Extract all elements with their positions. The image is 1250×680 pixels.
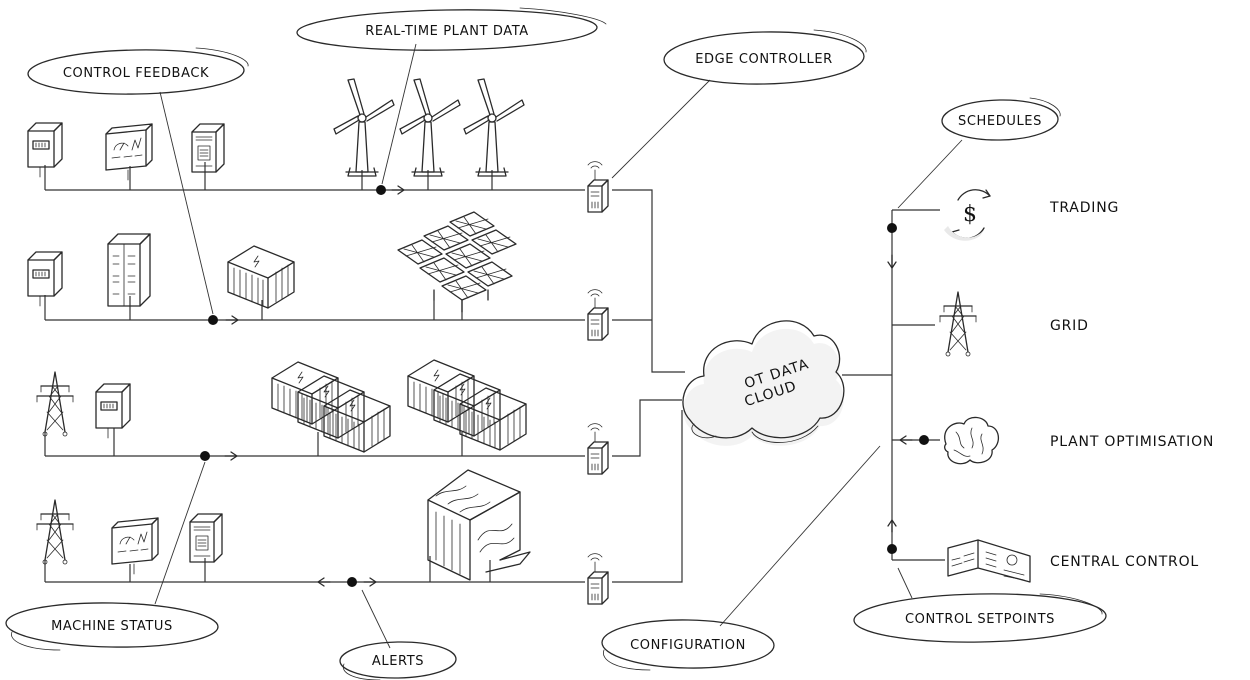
services-trunk — [842, 209, 945, 561]
callout-label-configuration: CONFIGURATION — [630, 638, 746, 653]
wind-turbine-icon — [333, 78, 395, 177]
callout-label-alerts: ALERTS — [372, 654, 424, 669]
callout-alerts: ALERTS — [339, 641, 457, 680]
edge-controller-device-icon — [587, 289, 609, 341]
plant-row-3-bus — [44, 428, 585, 457]
inverter-icon — [189, 513, 223, 563]
edge-controller-device-icon — [587, 553, 609, 605]
inverter-icon — [191, 123, 225, 173]
service-label-grid: GRID — [1050, 318, 1089, 334]
wind-turbine-icon — [399, 78, 461, 177]
callout-control-feedback: CONTROL FEEDBACK — [27, 47, 249, 95]
transmission-pylon-icon — [36, 499, 74, 565]
flow-markers — [200, 185, 929, 587]
control-console-icon — [947, 539, 1031, 583]
switchgear-icon — [107, 233, 151, 307]
edge-controller-device-icon — [587, 161, 609, 213]
dollar-symbol-icon: $ — [963, 202, 977, 227]
battery-container-icon — [227, 245, 295, 309]
solar-array-icon — [397, 211, 517, 313]
callout-leaders — [154, 43, 963, 649]
callout-label-edge-controller: EDGE CONTROLLER — [695, 52, 833, 67]
callout-label-control-feedback: CONTROL FEEDBACK — [63, 66, 209, 81]
transmission-pylon-icon — [36, 371, 74, 437]
service-label-plant-optimisation: PLANT OPTIMISATION — [1050, 434, 1214, 450]
monitoring-panel-icon — [105, 123, 153, 181]
meter-cabinet-icon — [95, 383, 131, 439]
callout-edge-controller: EDGE CONTROLLER — [663, 29, 867, 85]
callout-configuration: CONFIGURATION — [601, 619, 775, 671]
callout-label-machine-status: MACHINE STATUS — [51, 619, 173, 634]
callout-label-control-setpoints: CONTROL SETPOINTS — [905, 612, 1055, 627]
callout-control-setpoints: CONTROL SETPOINTS — [853, 593, 1107, 643]
trading-icon: $ — [944, 189, 991, 241]
callout-schedules: SCHEDULES — [941, 97, 1061, 141]
service-label-central-control: CENTRAL CONTROL — [1050, 554, 1199, 570]
callout-real-time-plant-data: REAL-TIME PLANT DATA — [296, 7, 607, 51]
callout-machine-status: MACHINE STATUS — [5, 602, 219, 651]
wind-turbine-icon — [463, 78, 525, 177]
callout-label-real-time-plant-data: REAL-TIME PLANT DATA — [365, 24, 529, 39]
plant-row-4-bus — [44, 556, 585, 583]
edge-to-cloud-links — [612, 189, 685, 583]
grid-pylon-icon — [939, 291, 977, 357]
ot-data-cloud: OT DATA CLOUD — [682, 320, 845, 446]
hydro-dam-icon — [427, 469, 531, 581]
service-label-trading: TRADING — [1049, 200, 1119, 216]
brain-icon — [944, 416, 999, 465]
callout-label-schedules: SCHEDULES — [958, 114, 1042, 129]
battery-storage-cluster-icon — [271, 359, 527, 453]
plant-row-2-bus — [44, 295, 585, 321]
edge-controller-device-icon — [587, 423, 609, 475]
plant-row-1-bus — [44, 162, 585, 191]
monitoring-panel-icon — [111, 517, 159, 575]
